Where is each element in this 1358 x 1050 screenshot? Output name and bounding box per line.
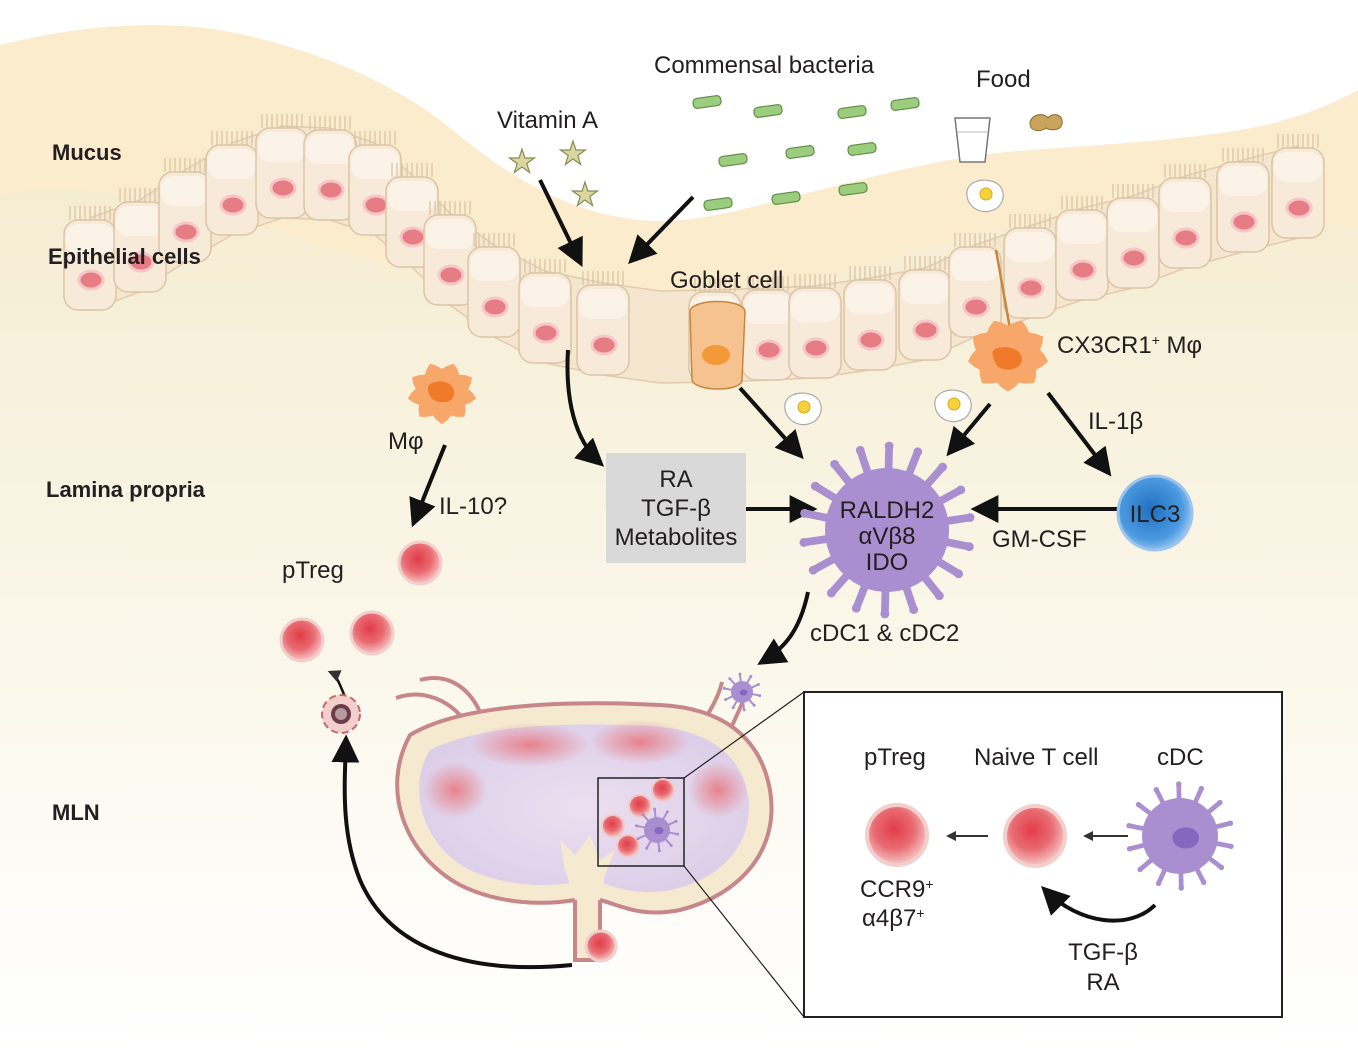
epithelial-cell	[843, 266, 897, 371]
vitamin-a-icon	[507, 139, 600, 208]
goblet-cell	[689, 300, 746, 390]
inset-ccr9-label: CCR9+	[860, 876, 934, 903]
epithelial-cell	[467, 233, 521, 338]
follicle	[470, 723, 590, 767]
ptreg-label: pTreg	[282, 557, 344, 584]
follicle	[688, 762, 748, 818]
zoom-dendritic-cell	[634, 807, 680, 853]
food-label: Food	[976, 66, 1031, 93]
gm-csf-label: GM-CSF	[992, 526, 1087, 553]
inset-naive-t-label: Naive T cell	[974, 744, 1099, 771]
vitamin-a-label: Vitamin A	[497, 107, 598, 134]
arrows	[327, 179, 1118, 970]
commensal-bacteria-label: Commensal bacteria	[654, 52, 875, 79]
metabolite-line-2: TGF-β	[641, 495, 711, 522]
dc-marker-3: IDO	[866, 549, 909, 576]
cx3cr1-macrophage-label: CX3CR1+ Mφ	[1057, 332, 1202, 359]
region-label-lamina-propria: Lamina propria	[46, 477, 206, 502]
inset-cdc-label: cDC	[1157, 744, 1204, 771]
lymph-node	[395, 676, 774, 962]
peanut-icon	[1029, 114, 1063, 132]
ilc3-label: ILC3	[1130, 501, 1181, 528]
follicle	[590, 720, 690, 764]
inset-a4b7-label: α4β7+	[862, 905, 925, 932]
dc-marker-2: αVβ8	[858, 523, 915, 550]
epithelial-cell	[255, 114, 309, 219]
cx3cr1-macrophage	[967, 249, 1049, 392]
ilc3-cell	[1116, 474, 1194, 552]
commensal-bacteria	[692, 95, 920, 211]
il10-label: IL-10?	[439, 493, 507, 520]
macrophage	[407, 363, 477, 425]
epithelial-cell	[1003, 214, 1057, 319]
epithelial-cell	[1216, 148, 1270, 253]
inset-signal-1: TGF-β	[1068, 939, 1138, 966]
region-label-mucus: Mucus	[52, 140, 122, 165]
metabolite-line-1: RA	[659, 466, 692, 493]
milk-glass-icon	[954, 117, 991, 163]
epithelial-cell	[158, 158, 212, 263]
inset-signal-2: RA	[1086, 969, 1119, 996]
metabolite-box	[606, 453, 746, 563]
activating-treg-cell	[321, 694, 361, 734]
inset-naive-t-cell	[1003, 804, 1067, 868]
il1b-label: IL-1β	[1088, 408, 1143, 435]
mln-treg-cell	[584, 929, 618, 963]
epithelial-cell	[788, 274, 842, 379]
dendritic-cell	[799, 441, 975, 619]
inset-dendritic-cell	[1126, 781, 1234, 891]
goblet-cell-label: Goblet cell	[670, 267, 783, 294]
epithelial-cell	[205, 131, 259, 236]
zoom-cells	[601, 778, 680, 858]
region-label-epithelial: Epithelial cells	[48, 244, 201, 269]
epithelial-cell	[518, 259, 572, 364]
dc-marker-1: RALDH2	[840, 497, 935, 524]
epithelial-cell	[63, 206, 117, 311]
epithelial-cell	[1106, 184, 1160, 289]
epithelial-layer	[63, 114, 1325, 384]
inset-ptreg-cell	[865, 803, 929, 867]
epithelial-cell	[576, 271, 630, 376]
epithelial-cell	[898, 256, 952, 361]
lymph-node-cortex	[419, 724, 749, 893]
inset-arrows	[946, 831, 1157, 923]
epithelial-cell	[303, 116, 357, 221]
inset-ptreg-label: pTreg	[864, 744, 926, 771]
zoom-line-bottom	[683, 865, 805, 1018]
macrophage-label: Mφ	[388, 428, 424, 455]
zoom-line-top	[683, 691, 805, 779]
epithelial-cell	[948, 233, 1002, 338]
medulla-hilum	[560, 835, 615, 900]
lumen	[0, 0, 1358, 221]
epithelial-cell	[423, 201, 477, 306]
migrating-dendritic-cell	[722, 672, 762, 712]
ptreg-cells	[279, 540, 443, 663]
epithelial-cell	[1055, 196, 1109, 301]
epithelial-cell	[1271, 134, 1325, 239]
metabolite-line-3: Metabolites	[615, 524, 738, 551]
zoom-region	[597, 777, 685, 867]
cdc-subsets-label: cDC1 & cDC2	[810, 620, 959, 647]
food-antigen-icons	[784, 179, 1004, 426]
region-label-mln: MLN	[52, 800, 100, 825]
epithelial-cell	[113, 188, 167, 293]
follicle	[423, 762, 487, 818]
epithelial-cell	[1158, 164, 1212, 269]
